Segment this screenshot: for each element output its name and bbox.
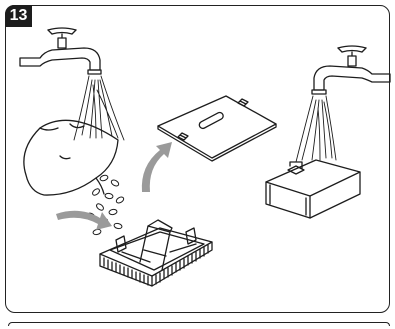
faucet-left-icon — [20, 28, 101, 74]
filter-box-icon — [266, 160, 360, 218]
water-stream-icon — [296, 96, 336, 162]
faucet-right-icon — [312, 46, 390, 94]
filter-basket-icon — [100, 220, 212, 286]
filter-lid-icon — [158, 96, 276, 161]
filter-bag-icon — [24, 120, 118, 195]
arrow-to-basket-icon — [56, 211, 112, 230]
water-stream-icon — [74, 76, 124, 140]
next-panel-edge — [8, 322, 390, 326]
arrow-to-lid-icon — [142, 142, 172, 192]
